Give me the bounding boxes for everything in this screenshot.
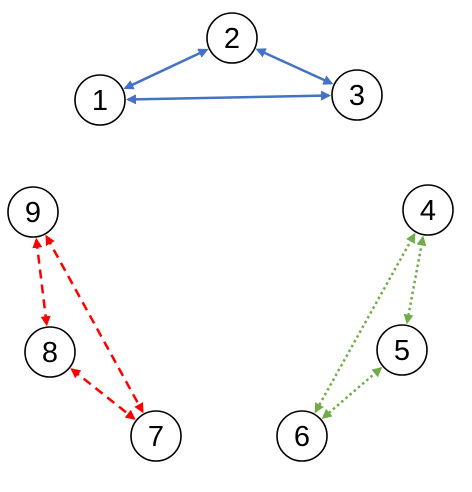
node-7: 7 bbox=[130, 410, 182, 462]
node-4-circle bbox=[402, 184, 454, 236]
node-6-circle bbox=[276, 410, 328, 462]
nodes-layer: 1 2 3 4 5 6 7 8 9 bbox=[7, 12, 454, 462]
node-2-circle bbox=[206, 12, 258, 64]
node-5: 5 bbox=[376, 324, 428, 376]
edges-layer bbox=[32, 48, 427, 420]
node-8: 8 bbox=[24, 326, 76, 378]
node-9-label: 9 bbox=[25, 197, 41, 229]
edge-4-6 bbox=[314, 232, 416, 414]
node-6: 6 bbox=[276, 410, 328, 462]
node-2: 2 bbox=[206, 12, 258, 64]
node-3-circle bbox=[331, 69, 383, 121]
node-5-label: 5 bbox=[394, 335, 410, 367]
edge-2-3 bbox=[255, 48, 334, 85]
node-7-circle bbox=[130, 410, 182, 462]
edge-1-2 bbox=[123, 48, 209, 90]
node-5-circle bbox=[376, 324, 428, 376]
node-9: 9 bbox=[7, 186, 59, 238]
edge-9-7 bbox=[45, 234, 144, 414]
node-3: 3 bbox=[331, 69, 383, 121]
node-3-label: 3 bbox=[349, 80, 365, 112]
node-4-label: 4 bbox=[420, 195, 436, 227]
node-1-circle bbox=[74, 74, 126, 126]
node-2-label: 2 bbox=[224, 23, 240, 55]
node-4: 4 bbox=[402, 184, 454, 236]
node-9-circle bbox=[7, 186, 59, 238]
node-8-label: 8 bbox=[42, 337, 58, 369]
edge-8-7 bbox=[70, 368, 136, 420]
edge-1-3 bbox=[125, 90, 332, 105]
edge-5-6 bbox=[321, 366, 383, 420]
node-6-label: 6 bbox=[294, 421, 310, 453]
node-8-circle bbox=[24, 326, 76, 378]
edge-4-5 bbox=[403, 235, 427, 325]
node-1-label: 1 bbox=[92, 85, 108, 117]
edge-9-8 bbox=[32, 237, 51, 327]
node-1: 1 bbox=[74, 74, 126, 126]
node-7-label: 7 bbox=[148, 421, 164, 453]
